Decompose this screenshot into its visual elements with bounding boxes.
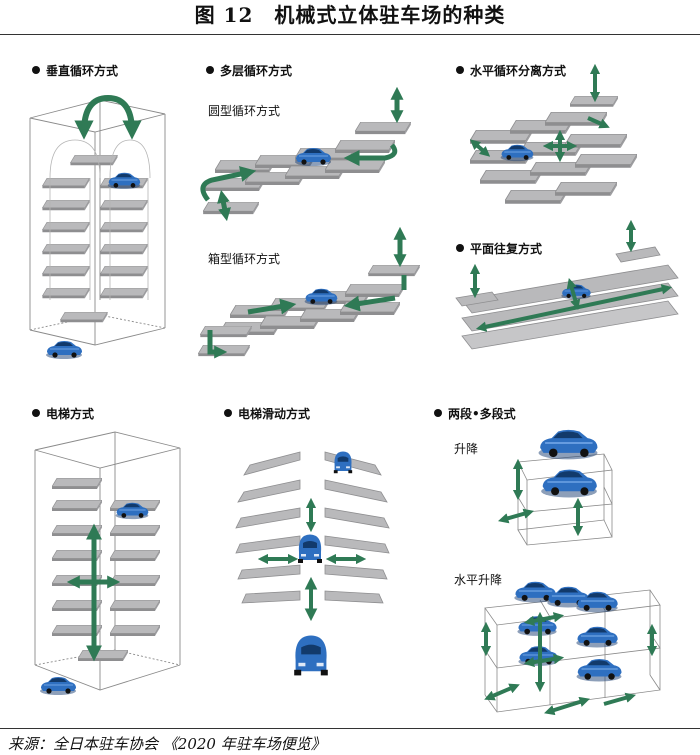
vertical-circulation-diagram [29, 94, 166, 360]
section-title-vertical-circulation: 垂直循环方式 [32, 62, 118, 79]
parking-types-illustration [29, 63, 679, 716]
section-title-elevator: 电梯方式 [32, 405, 94, 422]
section-title-elevator-slide: 电梯滑动方式 [224, 405, 310, 422]
subtitle-round-circulation: 圆型循环方式 [208, 104, 281, 118]
subtitle-horizontal-lift: 水平升降 [454, 573, 503, 587]
figure-source: 来源：全日本驻车协会 《2020 年驻车场便览》 [8, 735, 326, 753]
round-circulation-diagram [200, 86, 411, 222]
subtitle-lift: 升降 [454, 442, 479, 456]
elevator-slide-diagram [235, 451, 390, 676]
horizontal-lift-diagram [480, 581, 661, 716]
horizontal-circulation-diagram [469, 63, 637, 205]
section-title-multilayer-circulation: 多层循环方式 [206, 62, 292, 79]
source-rule [0, 728, 700, 729]
title-rule [0, 34, 700, 35]
box-circulation-diagram [198, 226, 420, 359]
plane-reciprocating-diagram [455, 219, 679, 350]
subtitle-box-circulation: 箱型循环方式 [208, 252, 281, 266]
elevator-pallets [52, 478, 160, 662]
section-title-horizontal-circulation: 水平循环分离方式 [456, 62, 566, 79]
lift-diagram [498, 429, 613, 546]
elevator-diagram [34, 431, 181, 696]
section-title-two-multi-stage: 两段•多段式 [434, 405, 516, 422]
section-title-plane-reciprocating: 平面往复方式 [456, 240, 542, 257]
figure-title: 图 12 机械式立体驻车场的种类 [194, 3, 506, 27]
